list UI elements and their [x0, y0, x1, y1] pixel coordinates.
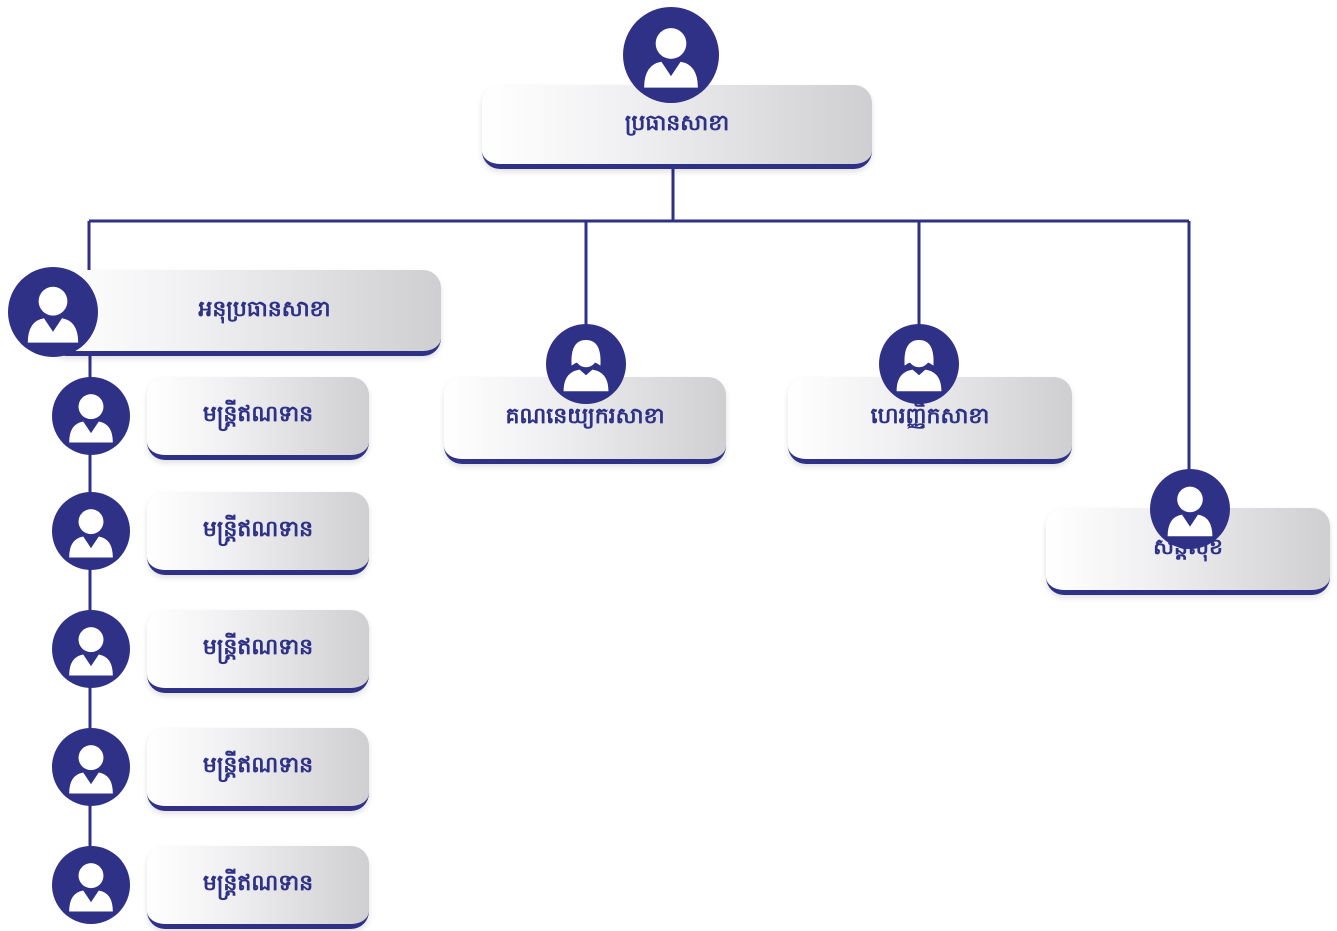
person-male-icon: [8, 267, 98, 357]
staff-node-label: មន្ត្រីឥណទាន: [202, 517, 314, 542]
person-female-icon: [879, 324, 959, 404]
person-male-icon: [52, 610, 130, 688]
head-node-box: ប្រធានសាខា: [482, 85, 872, 169]
person-male-icon: [52, 728, 130, 806]
person-male-icon: [52, 492, 130, 570]
person-male-icon: [1150, 469, 1230, 549]
staff-node-box: មន្ត្រីឥណទាន: [147, 846, 369, 929]
staff-node-label: មន្ត្រីឥណទាន: [202, 402, 314, 427]
deputy-node-box: អនុប្រធានសាខា: [48, 270, 441, 356]
deputy-node-label: អនុប្រធានសាខា: [198, 296, 331, 322]
person-male-icon: [623, 7, 719, 103]
person-male-icon: [52, 377, 130, 455]
accountant-node-label: គណនេយ្យករសាខា: [505, 404, 665, 429]
cashier-node-label: ហេរញ្ញិកសាខា: [870, 404, 990, 429]
staff-node-box: មន្ត្រីឥណទាន: [147, 728, 369, 811]
person-male-icon: [52, 846, 130, 924]
staff-node-box: មន្ត្រីឥណទាន: [147, 610, 369, 693]
staff-node-label: មន្ត្រីឥណទាន: [202, 871, 314, 896]
staff-node-box: មន្ត្រីឥណទាន: [147, 377, 369, 460]
person-female-icon: [546, 324, 626, 404]
staff-node-label: មន្ត្រីឥណទាន: [202, 635, 314, 660]
staff-node-box: មន្ត្រីឥណទាន: [147, 492, 369, 575]
head-node-label: ប្រធានសាខា: [624, 110, 730, 136]
staff-node-label: មន្ត្រីឥណទាន: [202, 753, 314, 778]
